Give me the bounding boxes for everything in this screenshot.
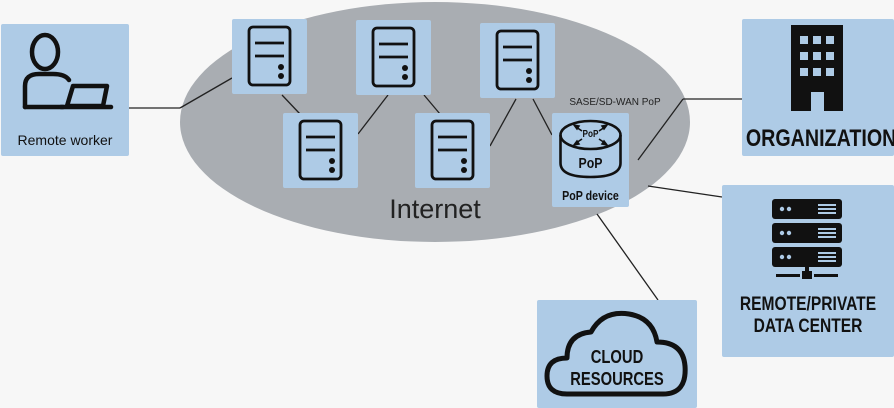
link-server1-server4 (281, 94, 301, 115)
link-internet-server1 (179, 77, 233, 109)
link-pop-cloud (596, 213, 659, 301)
server-icon (247, 25, 292, 87)
remote-worker-node[interactable]: Remote worker (1, 24, 129, 156)
server-4[interactable] (283, 113, 358, 188)
pop-center-text: PoP (578, 155, 603, 172)
internet-label: Internet (389, 194, 481, 224)
cloud-node[interactable]: CLOUD RESOURCES (537, 300, 697, 408)
server-icon (430, 119, 475, 181)
pop-device-node[interactable]: PoP PoP PoP device (552, 113, 629, 207)
link-server2-server5 (423, 94, 441, 115)
link-server4-server2 (357, 94, 389, 135)
link-pop-datacenter (647, 185, 723, 198)
data-center-node[interactable]: REMOTE/PRIVATE DATA CENTER (722, 185, 894, 357)
data-center-label-line2: DATA CENTER (753, 316, 863, 337)
organization-node[interactable]: ORGANIZATION (742, 19, 894, 156)
pop-top-text: PoP (582, 129, 599, 140)
link-server5-server3 (489, 98, 517, 147)
link-pop-organization (637, 98, 684, 161)
pop-caption: SASE/SD-WAN PoP (569, 97, 661, 108)
user-laptop-icon (22, 32, 114, 110)
server-icon (495, 29, 540, 91)
server-icon (298, 119, 343, 181)
server-5[interactable] (415, 113, 490, 188)
cloud-label-line2: RESOURCES (570, 369, 664, 389)
link-server3-pop (532, 98, 553, 136)
server-2[interactable] (356, 20, 431, 95)
organization-label: ORGANIZATION (745, 125, 894, 152)
server-3[interactable] (480, 23, 555, 98)
cloud-icon (544, 310, 688, 397)
pop-device-label: PoP device (562, 188, 619, 203)
data-center-label-line1: REMOTE/PRIVATE (739, 294, 877, 315)
server-rack-icon (772, 199, 842, 279)
server-icon (371, 26, 416, 88)
server-1[interactable] (232, 19, 307, 94)
cloud-label-line1: CLOUD (590, 347, 644, 367)
pop-router-icon (559, 119, 622, 179)
building-icon (791, 25, 843, 111)
remote-worker-label: Remote worker (17, 132, 113, 148)
